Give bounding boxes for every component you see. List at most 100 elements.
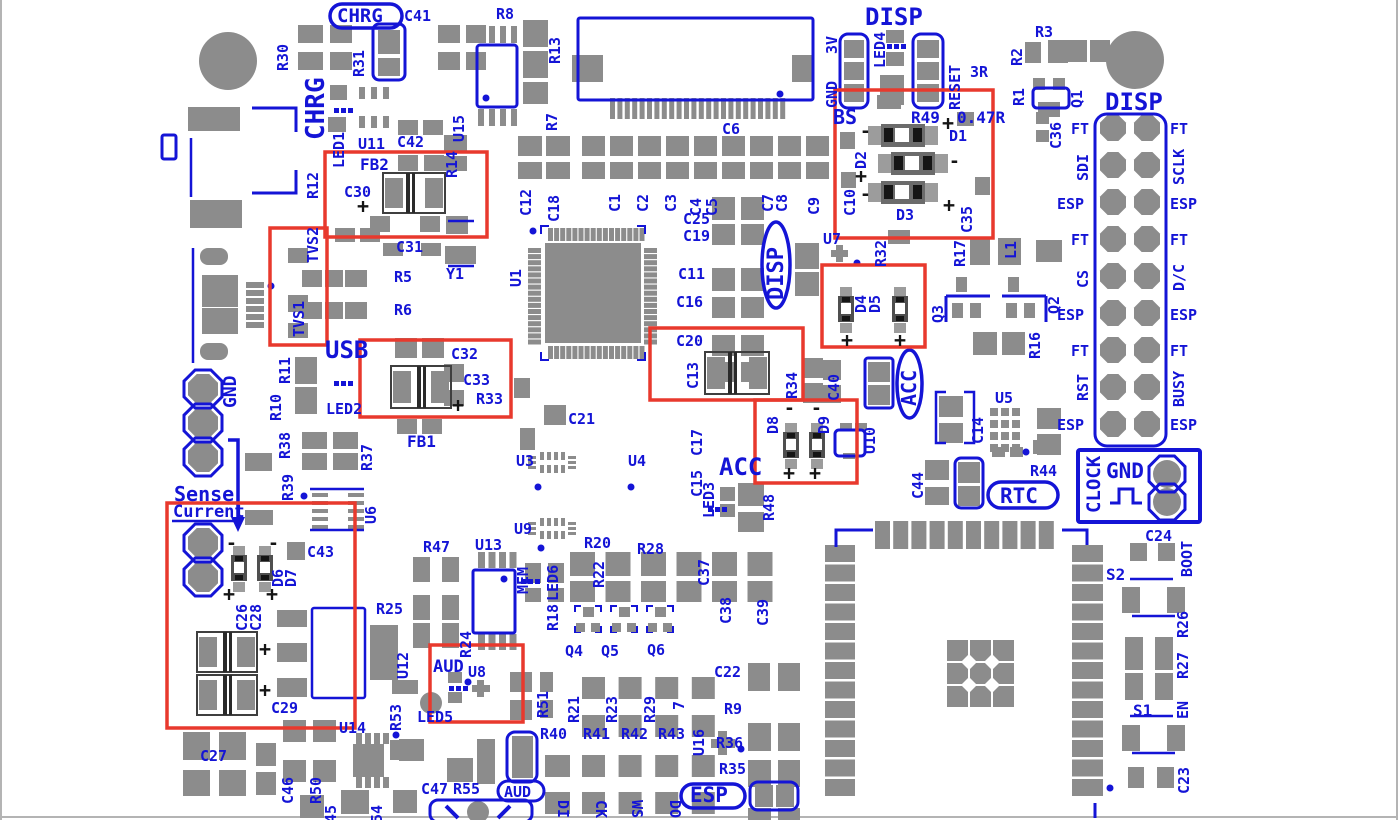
pin-pad: [618, 715, 642, 737]
led-dashes: [334, 108, 339, 113]
silkscreen-label: AUD: [504, 783, 531, 801]
pad: [1140, 590, 1167, 611]
pin-pad: [478, 552, 485, 568]
pad: [183, 732, 210, 760]
silkscreen-label: C42: [397, 133, 424, 151]
pad: [424, 155, 444, 171]
pin-pad: [875, 521, 890, 549]
silkscreen-label: R5: [394, 268, 412, 286]
silkscreen-line: [1110, 487, 1142, 505]
silkscreen-label: FT: [1170, 342, 1188, 360]
silkscreen-label: DISP: [1105, 88, 1163, 116]
pad: [803, 383, 823, 403]
pad: [413, 595, 430, 620]
octagon-pad: [1100, 300, 1126, 326]
diode-window: [895, 303, 905, 314]
silkscreen-label: C15: [688, 470, 706, 497]
diode-mark: [261, 575, 269, 580]
octagon-pad: [1100, 189, 1126, 215]
ic-pin: [561, 465, 565, 473]
pad: [840, 423, 852, 430]
pin-pad: [825, 603, 855, 621]
silkscreen-label: Q6: [647, 641, 665, 659]
pad: [548, 588, 564, 602]
silkscreen-label: U4: [628, 452, 646, 470]
round-pad: [1153, 460, 1181, 488]
pad: [712, 297, 735, 318]
polarity-bar: [728, 352, 732, 394]
pin-pad: [1072, 720, 1103, 738]
silkscreen-label: D3: [896, 206, 914, 224]
pad: [970, 663, 991, 684]
pad-outline: [182, 368, 224, 410]
pin-pad: [691, 677, 715, 699]
pad: [518, 136, 542, 156]
pin-pad: [615, 228, 621, 241]
pin-pad: [560, 228, 566, 241]
silkscreen-label: R9: [724, 700, 742, 718]
pad: [277, 678, 307, 697]
silkscreen-label: FB1: [407, 432, 436, 451]
pin-pad: [528, 309, 541, 314]
silkscreen-label: LED2: [326, 400, 362, 418]
pin-pad: [990, 432, 998, 440]
silkscreen-label: L1: [1002, 241, 1020, 259]
silkscreen-label: R51: [534, 691, 552, 718]
silkscreen-line: [637, 352, 646, 361]
origin-dot: [1022, 448, 1030, 456]
pin-pad: [639, 228, 645, 241]
pin-pad: [582, 162, 605, 179]
pad: [886, 30, 904, 43]
pad: [399, 739, 424, 761]
pin-pad: [747, 581, 773, 602]
pin-pad: [627, 346, 633, 359]
silkscreen-label: WS: [628, 800, 646, 818]
pad: [313, 760, 336, 782]
silkscreen-label: C9: [805, 197, 823, 215]
octagon-pad: [188, 562, 218, 592]
origin-dot: [464, 678, 472, 686]
silkscreen-label: C33: [463, 371, 490, 389]
pad: [1155, 637, 1173, 670]
pad: [1024, 303, 1035, 318]
pad: [748, 663, 770, 691]
silkscreen-label: C18: [545, 195, 563, 222]
silkscreen-label: C21: [568, 410, 595, 428]
diode-pad: [259, 582, 271, 592]
pad: [868, 362, 890, 382]
pad: [444, 156, 467, 171]
pad: [1122, 587, 1140, 613]
silkscreen-line: [934, 390, 946, 445]
pad: [917, 84, 939, 102]
pad: [576, 623, 585, 632]
silkscreen-label: 7: [670, 701, 688, 710]
pin-pad: [511, 109, 517, 126]
pin-pad: [712, 581, 737, 602]
pin-pad: [348, 493, 364, 497]
pad: [448, 692, 462, 703]
pin-pad: [499, 552, 506, 568]
pin-pad: [825, 779, 855, 796]
pad: [712, 197, 735, 220]
pin-pad: [644, 309, 657, 314]
pad: [741, 197, 764, 220]
silkscreen-label: C1: [606, 194, 624, 212]
pad: [1155, 673, 1173, 700]
pin-pad: [1072, 681, 1103, 699]
led-dashes: [348, 381, 353, 386]
diode-pad: [840, 323, 852, 333]
silkscreen-label: R17: [951, 240, 969, 267]
pad: [998, 238, 1021, 265]
silkscreen-label: R47: [423, 538, 450, 556]
silkscreen-outline: [748, 780, 800, 812]
pin-pad: [633, 346, 639, 359]
silkscreen-outline: [428, 798, 534, 820]
ic-pin: [528, 532, 536, 535]
round-pad: [1106, 31, 1164, 89]
silkscreen-outline: [371, 22, 407, 82]
silkscreen-label: LED5: [417, 708, 453, 726]
pin-pad: [825, 584, 855, 601]
silkscreen-label: U14: [339, 719, 366, 737]
pad: [540, 672, 553, 692]
pin-pad: [666, 136, 689, 156]
